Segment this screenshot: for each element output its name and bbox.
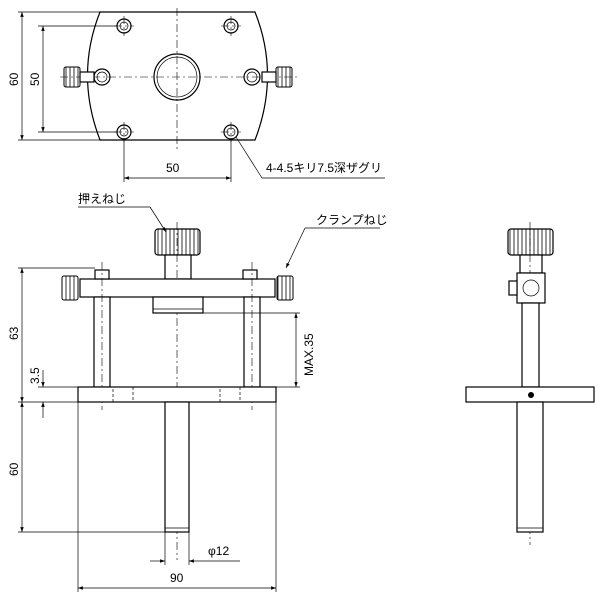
mount-hole-tr — [221, 16, 241, 36]
clamp-knob-left — [61, 275, 79, 301]
clamp-knob-right — [276, 275, 294, 301]
dim-height-inner: 50 — [28, 72, 42, 86]
top-clamp-knob-right — [261, 66, 293, 88]
dim-shaft-dia: φ12 — [208, 544, 229, 558]
upper-plate — [79, 278, 276, 298]
top-plate-outline — [86, 11, 269, 141]
dim-max-stroke: MAX.35 — [302, 333, 316, 376]
label-press-screw: 押えねじ — [78, 192, 126, 206]
top-clamp-knob-left — [63, 66, 95, 88]
side-hole-right — [243, 68, 261, 86]
press-screw-knob — [154, 228, 201, 256]
base-hole-right — [219, 386, 241, 403]
press-screw-stem — [164, 254, 192, 280]
support-shaft — [164, 401, 190, 533]
hole-note-leader — [235, 136, 263, 179]
side-shaft — [516, 401, 544, 533]
dim-hole-pitch: 50 — [166, 161, 180, 175]
side-view — [465, 222, 595, 545]
side-clamp-nub — [508, 280, 518, 296]
side-clamp-hole — [522, 279, 540, 297]
press-screw-leader — [149, 206, 167, 233]
hole-note: 4-4.5キリ7.5深ザグリ — [266, 161, 382, 175]
center-bore-inner — [156, 56, 198, 98]
post-cap-right — [242, 269, 258, 280]
top-view: 60 50 50 4-4.5キリ7.5深ザグリ — [7, 8, 385, 182]
side-knob — [507, 228, 554, 256]
label-clamp-screw: クランプねじ — [316, 213, 388, 227]
presser-pad — [152, 296, 204, 314]
dim-height-upper: 63 — [7, 326, 21, 340]
dim-width: 90 — [170, 571, 184, 585]
side-hole-left-inner — [96, 71, 108, 83]
dim-height-outer: 60 — [7, 72, 21, 86]
dim-thickness: 3.5 — [28, 367, 42, 384]
side-clamp-block — [516, 272, 546, 304]
side-post — [521, 302, 540, 388]
side-set-screw — [528, 392, 534, 398]
clamp-screw-leader — [285, 227, 306, 269]
base-hole-left — [112, 386, 134, 403]
side-knob-stem — [519, 254, 543, 274]
side-hole-right-inner — [246, 71, 258, 83]
front-view: 押えねじ クランプねじ — [7, 192, 388, 592]
base-plate — [77, 386, 277, 403]
dim-height-lower: 60 — [7, 462, 21, 476]
center-bore — [153, 53, 201, 101]
